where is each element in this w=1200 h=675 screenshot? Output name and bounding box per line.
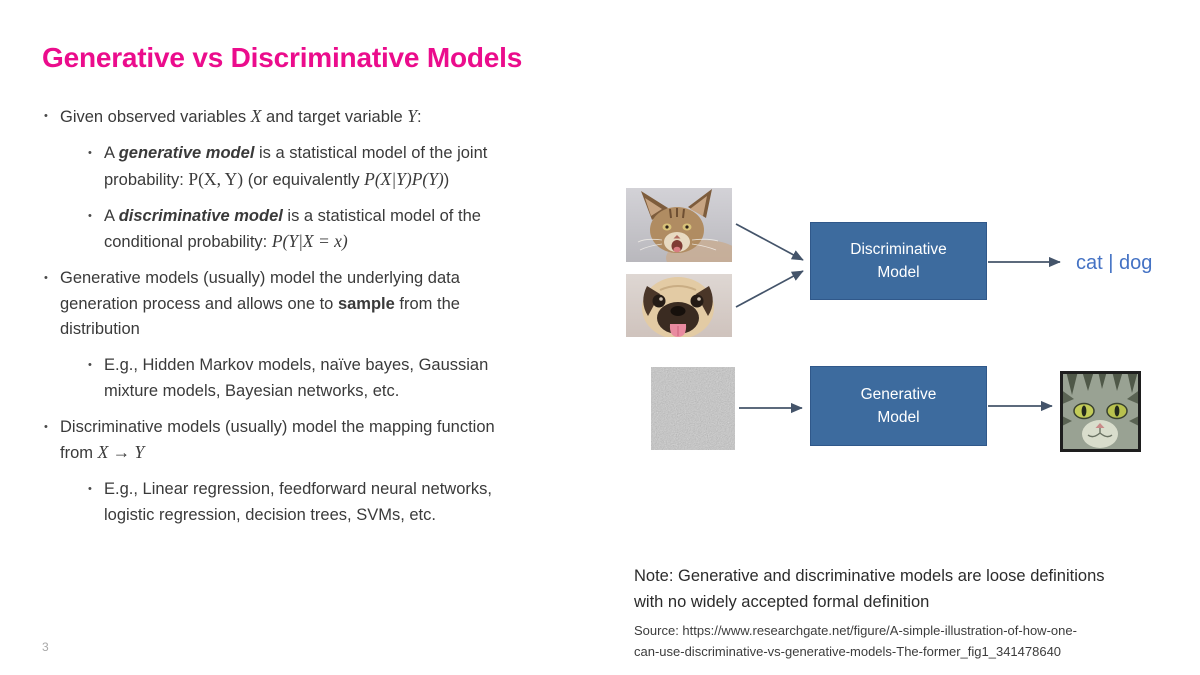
bullet-text: E.g., Hidden Markov models, naïve bayes,… bbox=[104, 353, 488, 404]
bullet-list: • Given observed variables X and target v… bbox=[44, 104, 636, 539]
discriminative-model-box: Discriminative Model bbox=[810, 222, 987, 300]
cat-photo bbox=[626, 188, 732, 262]
text-segment: mixture models, Bayesian networks, etc. bbox=[104, 381, 400, 400]
text-segment: X bbox=[250, 106, 262, 126]
text-segment: sample bbox=[337, 294, 395, 313]
text-segment: and target variable bbox=[261, 108, 408, 126]
bullet-marker: • bbox=[44, 272, 48, 284]
text-segment: X → Y bbox=[97, 442, 145, 462]
text-segment: is a statistical model of the joint bbox=[254, 144, 488, 162]
text-segment: probability: bbox=[104, 170, 189, 189]
noise-image bbox=[651, 367, 735, 450]
arrow-dog-to-discriminative bbox=[735, 270, 804, 308]
bullet-item: • A generative model is a statistical mod… bbox=[44, 141, 636, 193]
text-segment: P(X|Y)P(Y) bbox=[364, 168, 444, 189]
text-segment: logistic regression, decision trees, SVM… bbox=[104, 505, 436, 524]
text-segment: Discriminative models (usually) model th… bbox=[60, 417, 495, 436]
text-segment: A bbox=[104, 206, 119, 225]
bullet-text: Given observed variables X and target va… bbox=[60, 104, 422, 131]
arrow-cat-to-discriminative bbox=[735, 223, 804, 261]
bullet-item: • E.g., Hidden Markov models, naïve bayes… bbox=[44, 353, 636, 404]
bullet-item: • Given observed variables X and target v… bbox=[44, 104, 636, 131]
text-segment: from bbox=[60, 444, 98, 462]
text-segment: E.g., Hidden Markov models, naïve bayes,… bbox=[104, 356, 489, 374]
text-segment: P(Y|X = x) bbox=[271, 231, 348, 251]
classification-output-label: cat | dog bbox=[1076, 252, 1153, 274]
text-segment: distribution bbox=[60, 320, 140, 338]
text-segment: discriminative model bbox=[118, 206, 283, 225]
source-citation: Source: https://www.researchgate.net/fig… bbox=[634, 623, 1077, 659]
bullet-text: A generative model is a statistical mode… bbox=[104, 141, 487, 193]
text-segment: E.g., Linear regression, feedforward neu… bbox=[104, 480, 492, 498]
bullet-marker: • bbox=[88, 359, 92, 371]
generated-cat-image bbox=[1060, 371, 1141, 452]
slide-title: Generative vs Discriminative Models bbox=[42, 42, 523, 73]
bullet-marker: • bbox=[44, 110, 48, 122]
bullet-text: E.g., Linear regression, feedforward neu… bbox=[104, 477, 492, 528]
text-segment: : bbox=[417, 108, 422, 126]
text-segment: from the bbox=[394, 294, 460, 313]
text-segment: conditional probability: bbox=[104, 233, 272, 251]
bullet-text: Discriminative models (usually) model th… bbox=[60, 415, 495, 467]
text-segment: generative model bbox=[118, 144, 255, 162]
discriminative-model-label: Discriminative Model bbox=[850, 241, 947, 281]
bullet-item: • Generative models (usually) model the u… bbox=[44, 266, 636, 343]
text-segment: (or equivalently bbox=[243, 170, 365, 189]
bullet-text: A discriminative model is a statistical … bbox=[104, 204, 481, 256]
bullet-marker: • bbox=[88, 483, 92, 495]
dog-photo bbox=[626, 274, 732, 337]
text-segment: generation process and allows one to bbox=[60, 294, 338, 313]
text-segment: P(X, Y) bbox=[188, 168, 244, 189]
bullet-marker: • bbox=[88, 147, 92, 159]
text-segment: Given observed variables bbox=[60, 108, 251, 126]
text-segment: is a statistical model of the bbox=[282, 206, 481, 225]
bullet-marker: • bbox=[44, 420, 48, 433]
text-segment: ) bbox=[443, 170, 450, 189]
text-segment: A bbox=[104, 144, 119, 162]
page-number: 3 bbox=[42, 640, 49, 654]
text-segment: Generative models (usually) model the un… bbox=[60, 269, 460, 287]
bullet-marker: • bbox=[88, 209, 92, 222]
bullet-text: Generative models (usually) model the un… bbox=[60, 266, 460, 343]
bullet-item: • E.g., Linear regression, feedforward ne… bbox=[44, 477, 636, 528]
generative-model-label: Generative Model bbox=[860, 386, 937, 426]
note-text: Note: Generative and discriminative mode… bbox=[634, 567, 1105, 611]
text-segment: Y bbox=[407, 106, 418, 126]
bullet-item: • Discriminative models (usually) model t… bbox=[44, 415, 636, 467]
generative-model-box: Generative Model bbox=[810, 366, 987, 446]
bullet-item: • A discriminative model is a statistical… bbox=[44, 204, 636, 256]
